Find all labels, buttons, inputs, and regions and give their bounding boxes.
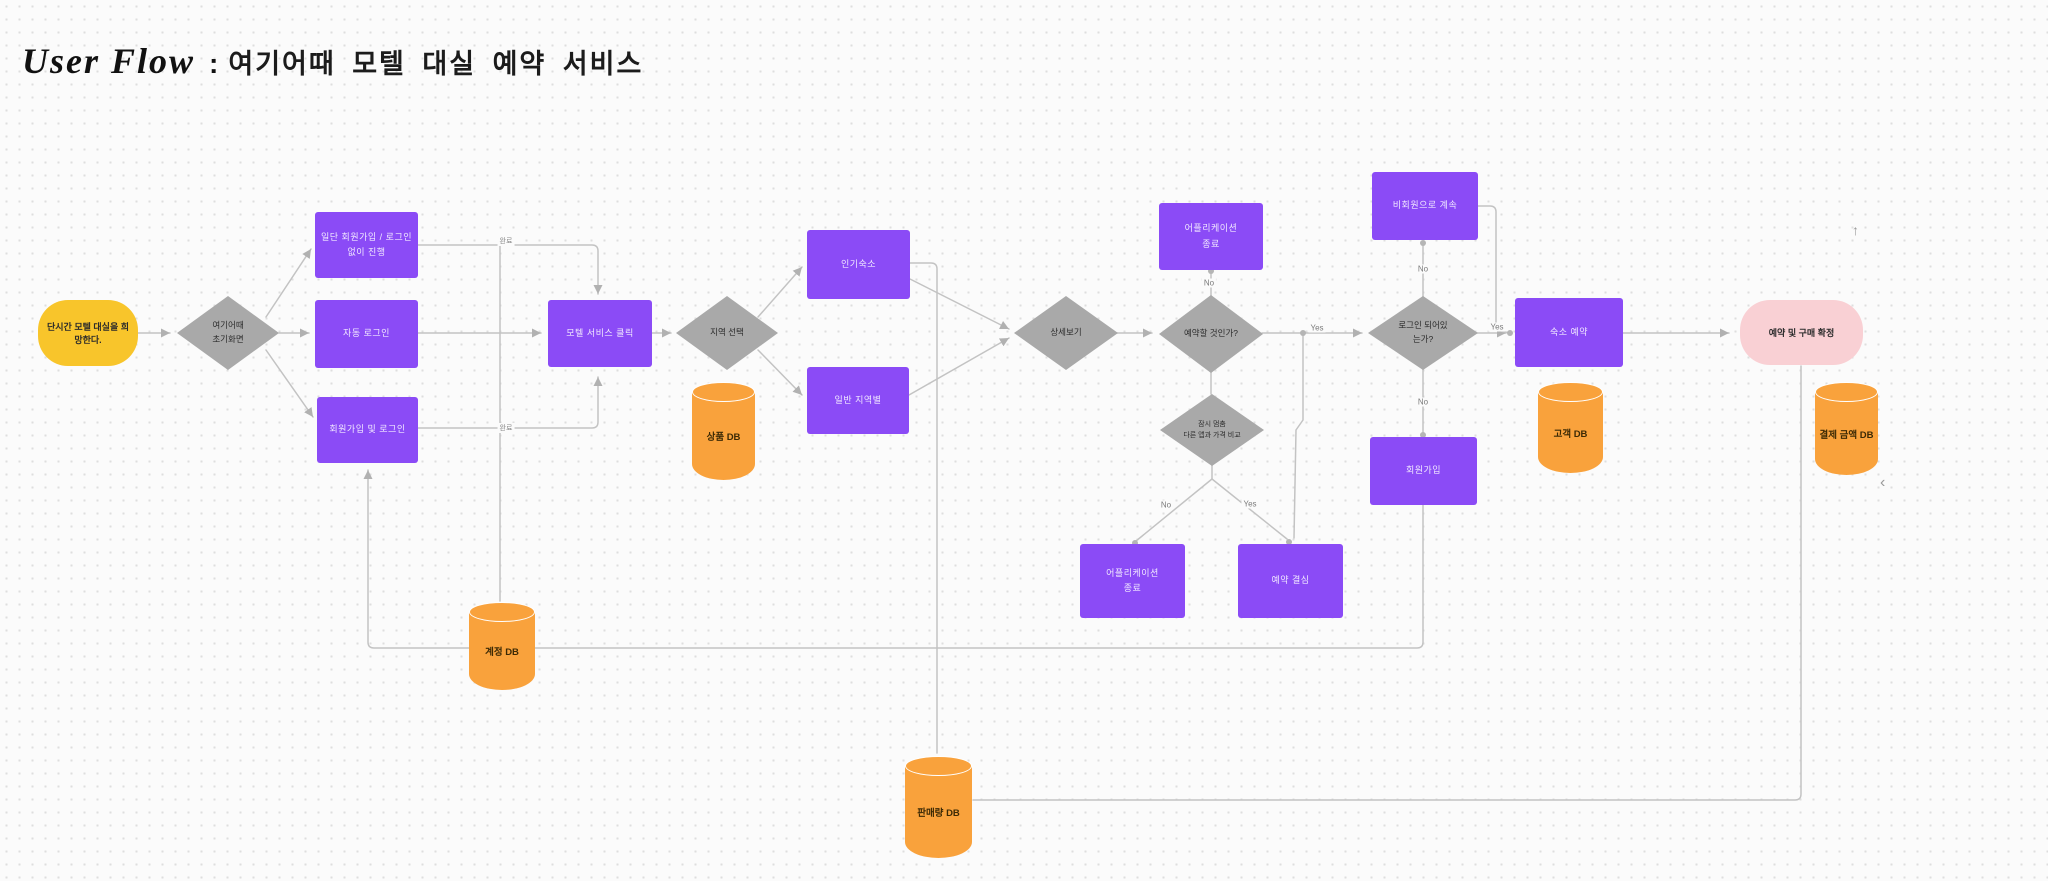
start-node[interactable]: 단시간 모텔 대실을 희망한다. (38, 300, 138, 366)
process-motel-service-click[interactable]: 모텔 서비스 클릭 (548, 300, 652, 367)
process-skip-signup[interactable]: 일단 회원가입 / 로그인 없이 진행 (315, 212, 418, 278)
decision-pause-line1: 잠시 멈춤 (1198, 420, 1226, 428)
decision-logged-in-line1: 로그인 되어있 (1398, 320, 1448, 331)
process-popular-stay[interactable]: 인기숙소 (807, 230, 910, 299)
database-product-label: 상품 DB (706, 432, 741, 443)
diagram-title[interactable]: User Flow: 여기어때 모텔 대실 예약 서비스 (22, 40, 643, 82)
database-product[interactable]: 상품 DB (692, 382, 755, 480)
database-sales-label: 판매량 DB (917, 808, 960, 819)
edge-label-no-signup[interactable]: No (1415, 397, 1431, 407)
process-app-exit-top-line2: 종료 (1202, 238, 1220, 249)
process-reserve-decision[interactable]: 예약 결심 (1238, 544, 1343, 618)
start-node-label: 단시간 모텔 대실을 희망한다. (46, 322, 130, 345)
scroll-up-mark: ↑ (1852, 222, 1859, 238)
title-separator: : (209, 48, 219, 79)
process-general-region-label: 일반 지역별 (834, 394, 882, 405)
database-account-label: 계정 DB (485, 647, 519, 658)
process-popular-stay-label: 인기숙소 (840, 258, 877, 269)
database-sales[interactable]: 판매량 DB (905, 756, 972, 858)
end-node-label: 예약 및 구매 확정 (1768, 328, 1835, 338)
chevron-left-mark: ‹ (1880, 474, 1886, 491)
database-customer-label: 고객 DB (1553, 428, 1588, 440)
process-continue-guest-label: 비회원으로 계속 (1392, 200, 1458, 211)
process-book-stay[interactable]: 숙소 예약 (1515, 298, 1623, 367)
decision-pause-line2: 다른 앱과 가격 비교 (1183, 432, 1241, 439)
process-book-stay-label: 숙소 예약 (1549, 326, 1589, 337)
process-general-region[interactable]: 일반 지역별 (807, 367, 909, 434)
decision-will-reserve-label: 예약할 것인가? (1183, 328, 1238, 339)
edge-label-no-exit[interactable]: No (1158, 500, 1174, 510)
edge-label-no-guest[interactable]: No (1415, 264, 1431, 274)
process-app-exit-bottom-line2: 종료 (1123, 583, 1142, 593)
process-app-exit-top[interactable]: 어플리케이션 종료 (1159, 203, 1263, 270)
process-signup[interactable]: 회원가입 (1370, 437, 1477, 505)
process-motel-click-label: 모텔 서비스 클릭 (566, 327, 634, 338)
process-signup-login[interactable]: 회원가입 및 로그인 (317, 397, 418, 463)
database-payment-label: 결제 금액 DB (1819, 429, 1874, 441)
decision-home-line2: 초기화면 (212, 334, 244, 344)
process-app-exit-top-line1: 어플리케이션 (1184, 223, 1238, 234)
process-app-exit-bottom-line1: 어플리케이션 (1106, 567, 1159, 578)
process-skip-signup-line1: 일단 회원가입 / 로그인 (320, 231, 413, 242)
title-script: User Flow (22, 41, 196, 81)
decision-home-line1: 여기어때 (212, 320, 244, 331)
decision-logged-in-line2: 는가? (1412, 334, 1434, 344)
process-reserve-decision-label: 예약 결심 (1271, 575, 1310, 586)
database-customer[interactable]: 고객 DB (1538, 382, 1603, 473)
database-account[interactable]: 계정 DB (469, 602, 535, 690)
process-signup-label: 회원가입 (1405, 465, 1442, 476)
process-auto-login-label: 자동 로그인 (343, 328, 390, 339)
process-signup-login-label: 회원가입 및 로그인 (329, 424, 406, 435)
edge-label-no-app-exit[interactable]: No (1201, 278, 1217, 288)
process-continue-guest[interactable]: 비회원으로 계속 (1372, 172, 1478, 240)
database-payment[interactable]: 결제 금액 DB (1815, 382, 1878, 475)
process-auto-login[interactable]: 자동 로그인 (315, 300, 418, 368)
edge-label-complete-top[interactable]: 완료 (497, 236, 515, 246)
title-service-name: 여기어때 모텔 대실 예약 서비스 (228, 49, 644, 79)
edge-label-complete-bottom[interactable]: 완료 (497, 423, 515, 433)
end-node-confirm[interactable]: 예약 및 구매 확정 (1740, 300, 1863, 365)
edge-label-yes-booking[interactable]: Yes (1488, 322, 1506, 332)
decision-region-label: 지역 선택 (710, 327, 744, 338)
decision-detail-label: 상세보기 (1050, 327, 1082, 338)
process-skip-signup-line2: 없이 진행 (347, 247, 386, 257)
edge-label-yes-login-check[interactable]: Yes (1308, 323, 1326, 333)
process-app-exit-bottom[interactable]: 어플리케이션 종료 (1080, 544, 1185, 618)
edge-label-yes-decision[interactable]: Yes (1241, 499, 1259, 509)
